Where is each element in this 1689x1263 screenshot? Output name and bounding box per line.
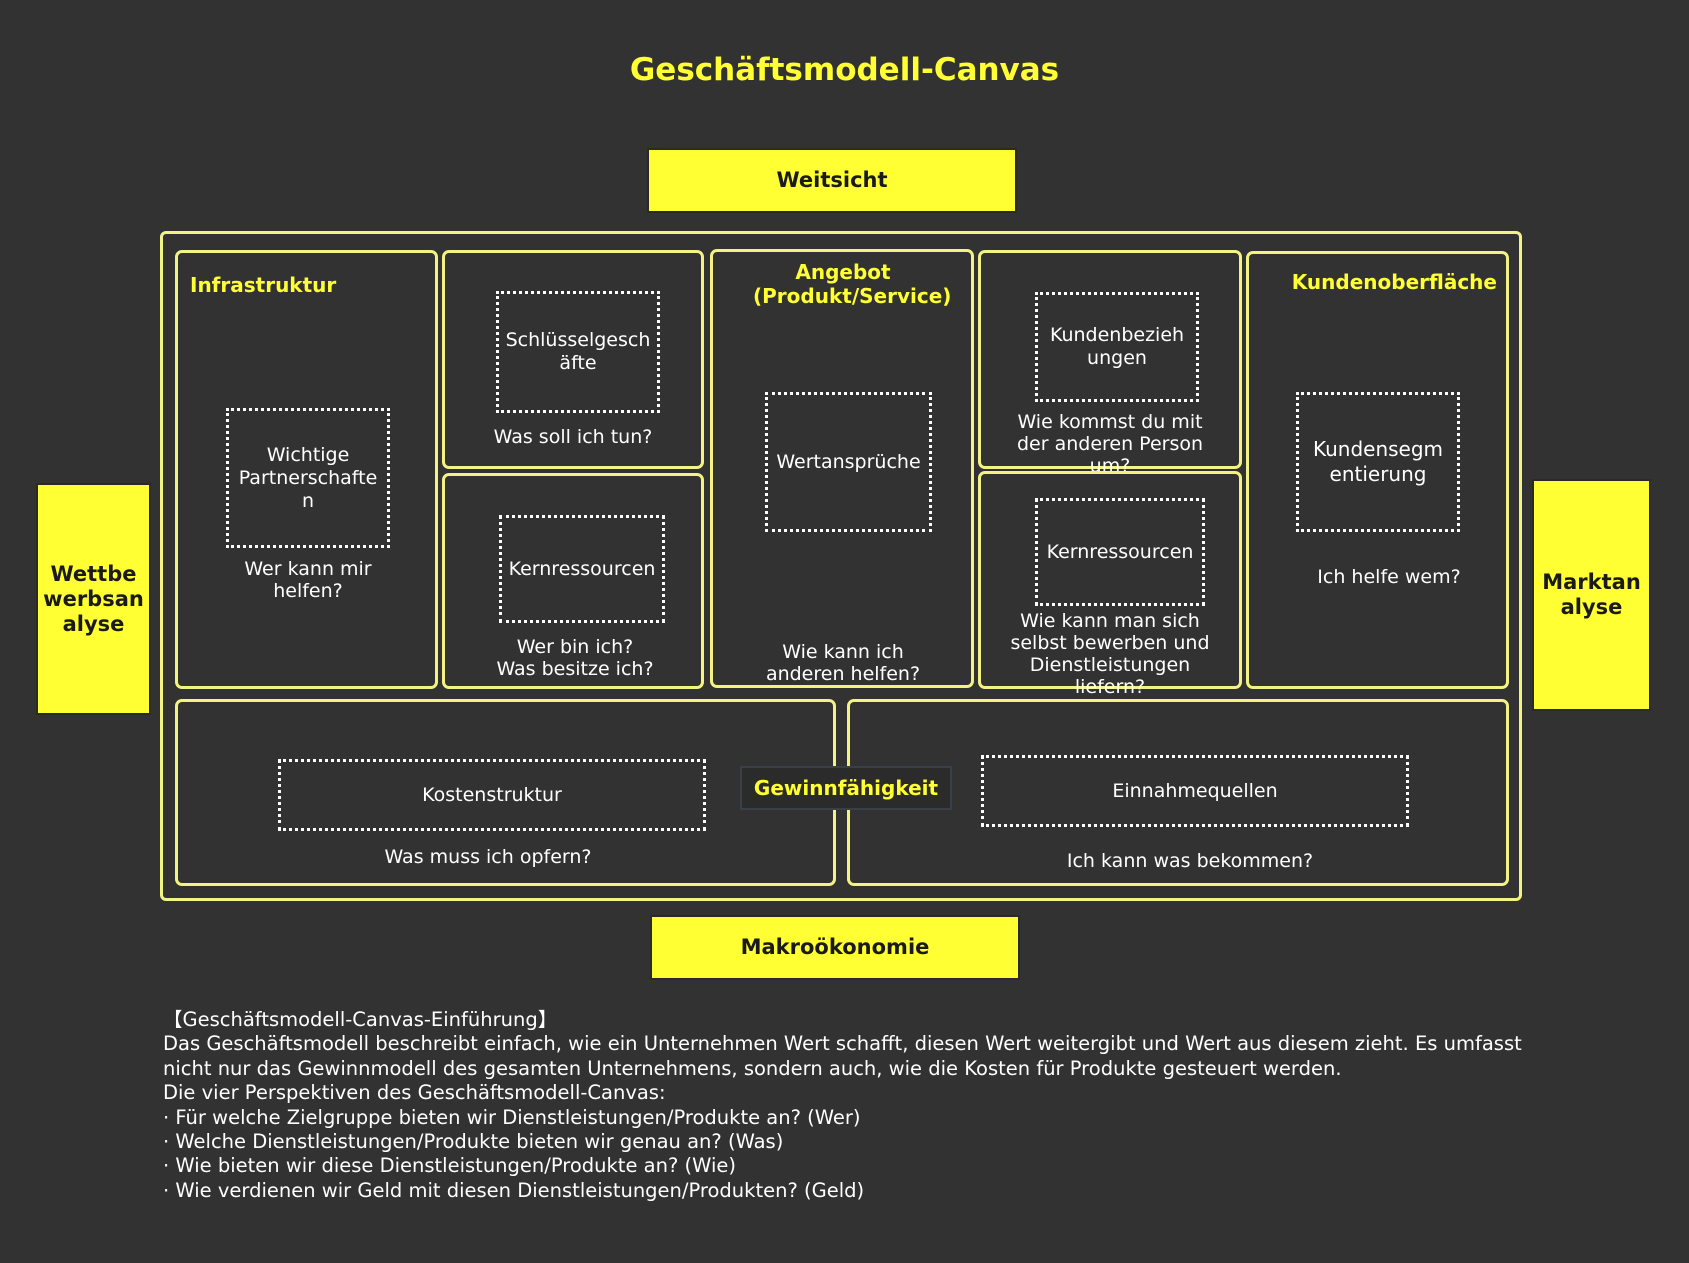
customer-relationships-question: Wie kommst du mit der anderen Person um?	[1016, 411, 1204, 477]
cell-customer-interface[interactable]: Kundenoberfläche Kundensegm entierung Ic…	[1246, 251, 1509, 689]
cell-cost-structure[interactable]: Kostenstruktur Was muss ich opfern?	[175, 699, 836, 886]
right-label: Marktan alyse	[1542, 570, 1641, 619]
canvas-frame	[160, 231, 1522, 901]
bottom-label: Makroökonomie	[740, 935, 930, 959]
bottom-label-box[interactable]: Makroökonomie	[652, 917, 1018, 978]
right-label-box[interactable]: Marktan alyse	[1534, 481, 1649, 709]
cell-key-activities[interactable]: Schlüsselgesch äfte Was soll ich tun?	[442, 250, 704, 469]
key-resources-left-question: Wer bin ich? Was besitze ich?	[496, 636, 654, 680]
intro-heading: 【Geschäftsmodell-Canvas-Einführung】	[163, 1008, 558, 1031]
cell-infrastructure[interactable]: Infrastruktur Wichtige Partnerschafte n …	[175, 250, 438, 689]
cell-key-resources-left[interactable]: Kernressourcen Wer bin ich? Was besitze …	[442, 473, 704, 689]
intro-line: nicht nur das Gewinnmodell des gesamten …	[163, 1056, 1342, 1080]
customer-interface-label: Kundenoberfläche	[1291, 270, 1497, 294]
offer-label: Angebot (Produkt/Service)	[753, 260, 952, 308]
page-title: Geschäftsmodell-Canvas	[629, 52, 1060, 88]
customer-relationships-box[interactable]: Kundenbezieh ungen	[1035, 292, 1199, 402]
cell-customer-relationships[interactable]: Kundenbezieh ungen Wie kommst du mit der…	[978, 250, 1242, 477]
key-resources-left-box[interactable]: Kernressourcen	[499, 515, 665, 623]
profitability-label[interactable]: Gewinnfähigkeit	[740, 766, 952, 810]
intro-line: Das Geschäftsmodell beschreibt einfach, …	[163, 1032, 1522, 1056]
left-label-box[interactable]: Wettbe werbsan alyse	[38, 485, 149, 713]
cell-key-resources-right[interactable]: Kernressourcen Wie kann man sich selbst …	[978, 471, 1242, 698]
key-activities-box[interactable]: Schlüsselgesch äfte	[496, 291, 660, 413]
intro-bullet: · Wie bieten wir diese Dienstleistungen/…	[163, 1154, 736, 1178]
revenue-streams-question: Ich kann was bekommen?	[1066, 850, 1314, 872]
infrastructure-label: Infrastruktur	[190, 273, 337, 297]
intro-text: 【Geschäftsmodell-Canvas-Einführung】 Das …	[163, 1008, 1563, 1203]
infrastructure-question: Wer kann mir helfen?	[244, 558, 372, 602]
key-activities-question: Was soll ich tun?	[493, 426, 653, 448]
key-resources-right-box[interactable]: Kernressourcen	[1035, 498, 1205, 606]
customer-segments-box[interactable]: Kundensegm entierung	[1296, 392, 1460, 532]
offer-question: Wie kann ich anderen helfen?	[765, 641, 921, 685]
intro-bullet: · Wie verdienen wir Geld mit diesen Dien…	[163, 1178, 865, 1202]
revenue-streams-box[interactable]: Einnahmequellen	[981, 755, 1409, 827]
top-label-box[interactable]: Weitsicht	[649, 150, 1015, 211]
key-partnerships-box[interactable]: Wichtige Partnerschafte n	[226, 408, 390, 548]
cell-offer[interactable]: Angebot (Produkt/Service) Wertansprüche …	[710, 249, 974, 688]
cost-structure-question: Was muss ich opfern?	[384, 846, 592, 868]
intro-bullet: · Welche Dienstleistungen/Produkte biete…	[163, 1130, 784, 1154]
cost-structure-box[interactable]: Kostenstruktur	[278, 759, 706, 831]
intro-line: Die vier Perspektiven des Geschäftsmodel…	[163, 1081, 666, 1105]
cell-revenue-streams[interactable]: Einnahmequellen Ich kann was bekommen?	[847, 699, 1509, 886]
left-label: Wettbe werbsan alyse	[43, 561, 144, 636]
value-propositions-box[interactable]: Wertansprüche	[765, 392, 932, 532]
top-label: Weitsicht	[776, 168, 888, 192]
intro-bullet: · Für welche Zielgruppe bieten wir Diens…	[163, 1105, 861, 1129]
key-resources-right-question: Wie kann man sich selbst bewerben und Di…	[1010, 610, 1210, 698]
customer-interface-question: Ich helfe wem?	[1317, 566, 1461, 588]
